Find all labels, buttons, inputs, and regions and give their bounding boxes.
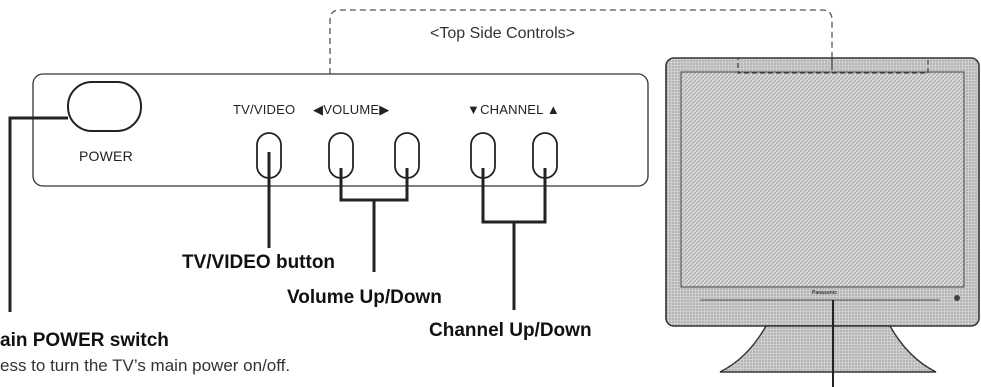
top-side-controls-title: <Top Side Controls> [430, 25, 575, 42]
tv-illustration [665, 57, 980, 387]
volume-callout: Volume Up/Down [287, 287, 442, 308]
channel-callout: Channel Up/Down [429, 320, 592, 341]
main-power-description: ess to turn the TV’s main power on/off. [0, 356, 291, 375]
main-power-callout: ain POWER switch [0, 330, 169, 351]
power-label: POWER [79, 148, 133, 164]
tv-stand [719, 325, 937, 373]
power-button[interactable] [67, 81, 142, 132]
dashed-connector [329, 9, 833, 74]
top-controls-highlight [737, 57, 929, 74]
tvvideo-button-callout: TV/VIDEO button [182, 252, 336, 273]
tv-brand-label: Panasonic [812, 290, 838, 296]
tv-power-led [954, 295, 960, 301]
channel-label: ▼CHANNEL ▲ [467, 102, 560, 117]
tvvideo-label: TV/VIDEO [233, 102, 296, 117]
callout-lines [8, 116, 547, 312]
volume-label: ◀VOLUME▶ [313, 102, 390, 117]
